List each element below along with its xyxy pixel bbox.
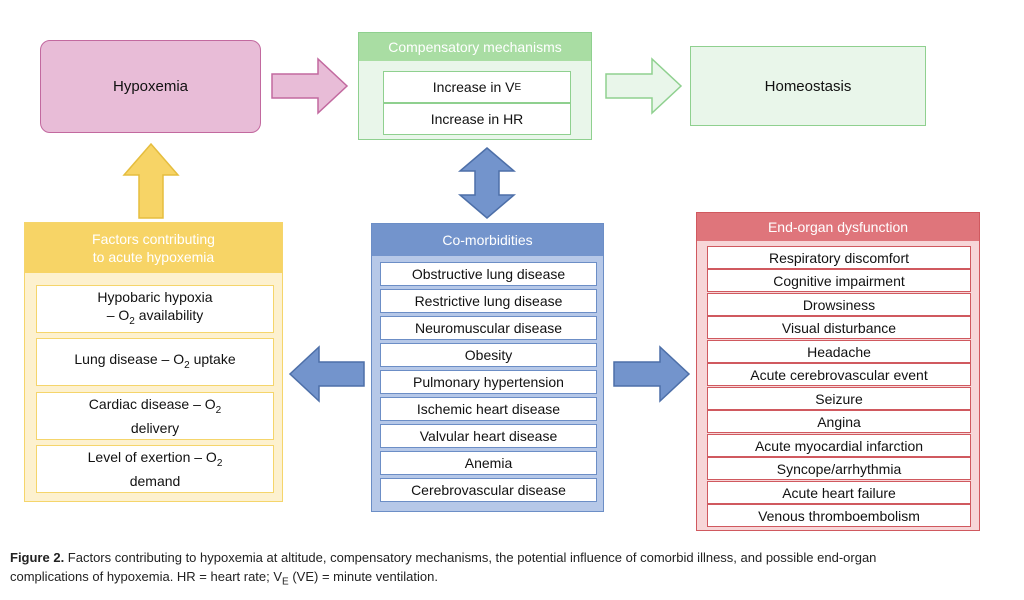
compensatory-item-hr: Increase in HR bbox=[383, 103, 571, 135]
factor-item-lung: Lung disease – O2 uptake bbox=[36, 338, 274, 386]
comorbidities-box: Co-morbidities Obstructive lung disease … bbox=[371, 223, 604, 512]
arrow-hypoxemia-to-compensatory bbox=[271, 57, 349, 115]
comorbidity-item: Obesity bbox=[380, 343, 597, 367]
compensatory-title: Compensatory mechanisms bbox=[359, 33, 591, 61]
end-organ-item: Respiratory discomfort bbox=[707, 246, 971, 269]
hypoxemia-label: Hypoxemia bbox=[112, 78, 189, 95]
comorbidity-item: Pulmonary hypertension bbox=[380, 370, 597, 394]
factors-box: Factors contributing to acute hypoxemia … bbox=[24, 222, 283, 502]
end-organ-item: Visual disturbance bbox=[707, 316, 971, 339]
end-organ-box: End-organ dysfunction Respiratory discom… bbox=[696, 212, 980, 531]
comorbidities-title: Co-morbidities bbox=[372, 224, 603, 256]
comorbidity-item: Restrictive lung disease bbox=[380, 289, 597, 313]
end-organ-title: End-organ dysfunction bbox=[697, 213, 979, 241]
compensatory-item-ve-sub: E bbox=[514, 81, 522, 93]
factors-title-line1: Factors contributing bbox=[92, 231, 215, 247]
factor-item-cardiac: Cardiac disease – O2 delivery bbox=[36, 392, 274, 440]
hypoxemia-box: Hypoxemia bbox=[40, 40, 261, 133]
arrow-comorbidities-to-factors bbox=[288, 345, 365, 403]
factors-title-line2: to acute hypoxemia bbox=[92, 249, 215, 265]
end-organ-item: Headache bbox=[707, 340, 971, 363]
arrow-compensatory-to-homeostasis bbox=[605, 57, 683, 115]
comorbidity-item: Anemia bbox=[380, 451, 597, 475]
factor-item-cardiac-line2: delivery bbox=[130, 420, 180, 437]
compensatory-item-ve-text: Increase in V bbox=[432, 79, 515, 95]
comorbidity-item: Valvular heart disease bbox=[380, 424, 597, 448]
factor-item-hypobaric-line2: – O2 availability bbox=[106, 306, 204, 327]
end-organ-item: Cognitive impairment bbox=[707, 269, 971, 292]
caption-line1: Figure 2. Factors contributing to hypoxe… bbox=[10, 548, 1010, 567]
arrow-comorbidities-to-end-organ bbox=[613, 345, 691, 403]
end-organ-item: Drowsiness bbox=[707, 293, 971, 316]
end-organ-item: Acute cerebrovascular event bbox=[707, 363, 971, 386]
end-organ-item: Acute myocardial infarction bbox=[707, 434, 971, 457]
factors-title: Factors contributing to acute hypoxemia bbox=[25, 223, 282, 273]
end-organ-item: Angina bbox=[707, 410, 971, 433]
factor-item-cardiac-line1: Cardiac disease – O2 bbox=[88, 395, 222, 416]
homeostasis-label: Homeostasis bbox=[764, 77, 852, 95]
factor-item-hypobaric: Hypobaric hypoxia – O2 availability bbox=[36, 285, 274, 333]
comorbidity-item: Ischemic heart disease bbox=[380, 397, 597, 421]
double-arrow-compensatory-comorbidities bbox=[457, 147, 517, 219]
homeostasis-box: Homeostasis bbox=[690, 46, 926, 126]
caption-line2: complications of hypoxemia. HR = heart r… bbox=[10, 569, 438, 588]
end-organ-item: Venous thromboembolism bbox=[707, 504, 971, 527]
figure-caption: Figure 2. Factors contributing to hypoxe… bbox=[10, 548, 1010, 592]
factor-item-exertion: Level of exertion – O2 demand bbox=[36, 445, 274, 493]
caption-label: Figure 2. bbox=[10, 550, 65, 565]
factor-item-lung-line1: Lung disease – O2 uptake bbox=[74, 350, 236, 371]
comorbidity-item: Neuromuscular disease bbox=[380, 316, 597, 340]
comorbidity-item: Obstructive lung disease bbox=[380, 262, 597, 286]
end-organ-item: Syncope/arrhythmia bbox=[707, 457, 971, 480]
factor-item-exertion-line2: demand bbox=[129, 473, 181, 490]
factor-item-exertion-line1: Level of exertion – O2 bbox=[87, 448, 223, 469]
end-organ-item: Acute heart failure bbox=[707, 481, 971, 504]
caption-text1: Factors contributing to hypoxemia at alt… bbox=[64, 550, 877, 565]
factor-item-hypobaric-line1: Hypobaric hypoxia bbox=[97, 288, 213, 305]
arrow-factors-to-hypoxemia bbox=[122, 142, 180, 219]
comorbidity-item: Cerebrovascular disease bbox=[380, 478, 597, 502]
end-organ-item: Seizure bbox=[707, 387, 971, 410]
